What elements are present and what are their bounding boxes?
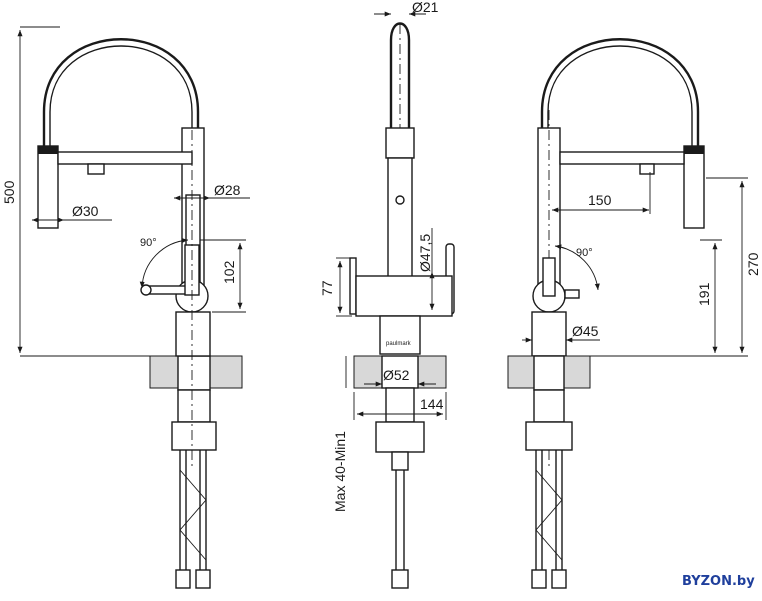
right-mount-block: [533, 355, 565, 391]
center-hose: [395, 470, 405, 570]
mount-block: [177, 355, 211, 391]
center-connector: [391, 451, 409, 471]
dim-d47-label: Ø47,5: [417, 234, 433, 272]
hose-end-right: [195, 569, 211, 589]
supply-hoses: [179, 450, 207, 570]
dim-191-label: 191: [696, 282, 712, 306]
center-mount-block: [381, 355, 419, 389]
right-spring-hose-inner: [547, 45, 693, 146]
spring-hose: [42, 38, 200, 146]
dim-thickness-label: Max 40-Min1: [332, 431, 348, 512]
countertop-stone-left: [149, 355, 183, 389]
right-spray-head: [683, 145, 705, 229]
dim-150-label: 150: [588, 192, 612, 208]
center-hose-end: [391, 569, 409, 589]
right-holder-clip: [639, 163, 655, 175]
holder-arm: [57, 151, 193, 165]
right-view: 150 90° 191 270 Ø45: [507, 38, 761, 589]
right-hose-end-right: [551, 569, 567, 589]
right-holder-arm: [559, 151, 685, 165]
spray-head-cap: [38, 146, 58, 154]
right-stone-left: [507, 355, 535, 389]
dim-90-right-label: 90°: [576, 247, 593, 259]
right-supply-hoses: [535, 450, 563, 570]
right-spray-head-cap: [684, 146, 704, 154]
dim-90-left-arc: [139, 237, 189, 289]
dim-d28-label: Ø28: [214, 182, 241, 198]
countertop-stone-right: [209, 355, 243, 389]
dim-500-label: 500: [1, 180, 17, 204]
center-stone-left: [353, 355, 383, 389]
center-stone-right: [417, 355, 447, 389]
center-base: [379, 315, 421, 355]
center-brand-label: paulmark: [386, 341, 412, 347]
center-body-block: [355, 275, 453, 317]
hose-braid: [179, 469, 207, 561]
dim-270-label: 270: [745, 252, 761, 276]
hose-end-left: [175, 569, 191, 589]
center-button: [395, 195, 405, 205]
right-spring-hose: [540, 38, 700, 146]
right-shank: [533, 389, 565, 423]
right-hose-end-left: [531, 569, 547, 589]
dim-90-left-label: 90°: [140, 237, 157, 249]
right-stone-right: [563, 355, 591, 389]
right-nut: [525, 421, 573, 451]
spring-hose-inner: [49, 45, 193, 146]
center-lever-left: [349, 257, 357, 315]
center-spray-head: [385, 127, 415, 159]
dim-102-label: 102: [221, 260, 237, 284]
dim-144-label: 144: [420, 396, 444, 412]
center-nut: [375, 421, 425, 453]
center-column: [387, 157, 413, 279]
center-view: paulmark Ø21 77 Ø47,5 Ø52 144: [319, 0, 455, 589]
dim-d45-label: Ø45: [572, 323, 599, 339]
left-view: 500 Ø30 Ø28 90° 102: [1, 26, 250, 589]
watermark: BYZON.by: [682, 574, 755, 589]
dim-d30-label: Ø30: [72, 203, 99, 219]
dim-90-right-arc: [554, 244, 600, 291]
right-lever-stub: [564, 289, 580, 299]
right-hose-braid: [535, 469, 563, 561]
dim-d52-label: Ø52: [383, 367, 410, 383]
dim-77-label: 77: [319, 280, 335, 296]
center-spout-tube: [389, 22, 411, 146]
right-lever-vertical: [542, 257, 556, 297]
dim-d21-label: Ø21: [412, 0, 439, 15]
nut: [171, 421, 217, 451]
right-base-neck: [531, 311, 567, 357]
holder-clip: [87, 163, 105, 175]
base-neck: [175, 311, 211, 357]
center-shank: [385, 387, 415, 423]
spray-head: [37, 145, 59, 229]
shank: [177, 389, 211, 423]
